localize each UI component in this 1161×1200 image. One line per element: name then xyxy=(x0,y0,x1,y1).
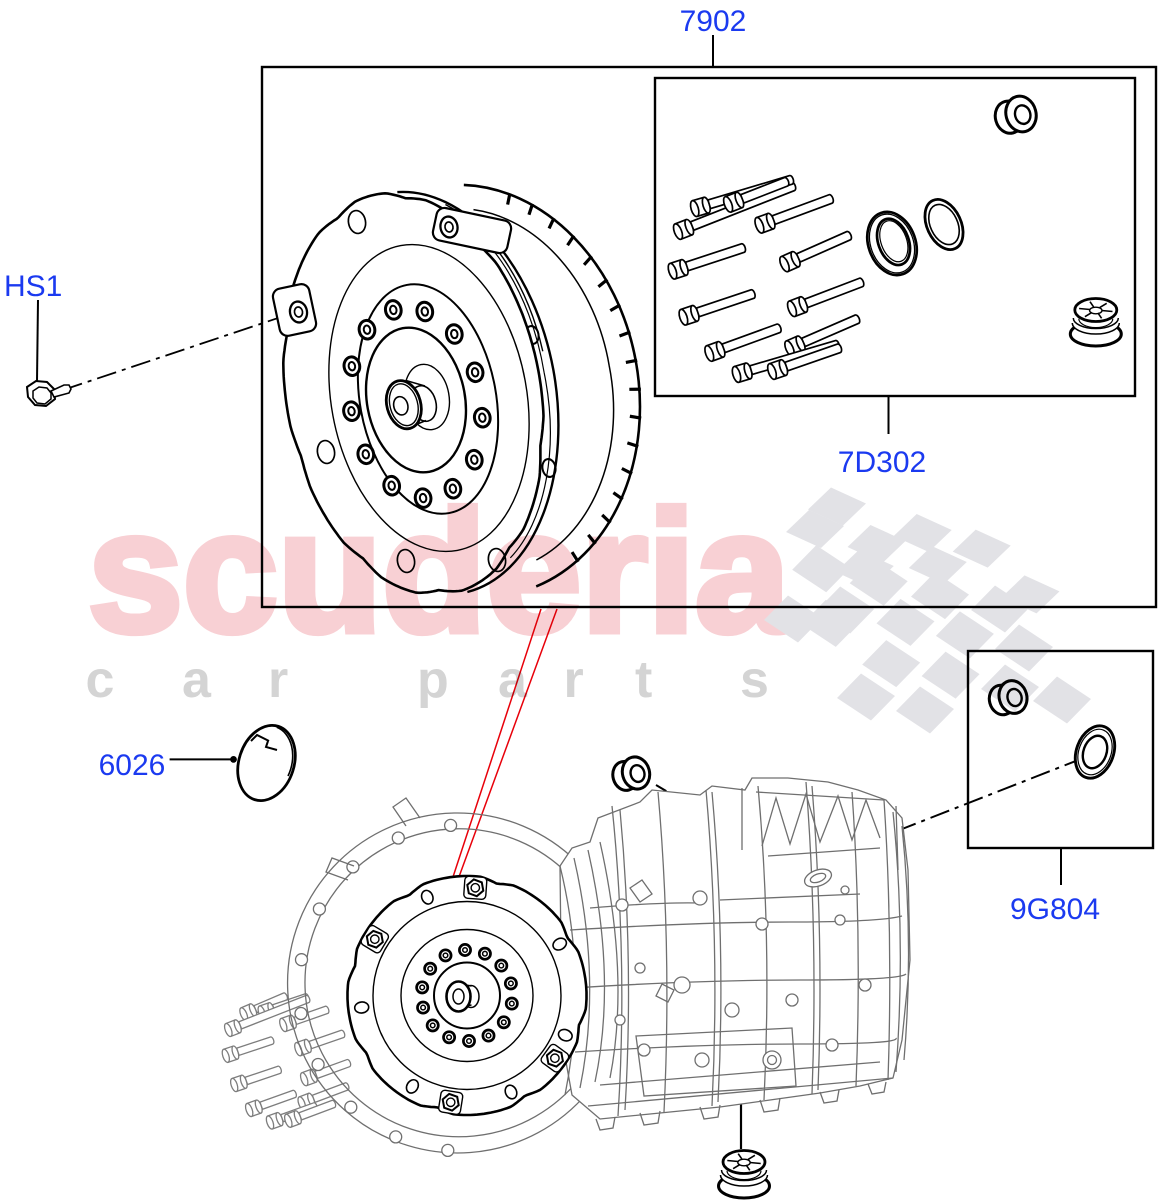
svg-text:c: c xyxy=(86,651,115,709)
svg-text:7902: 7902 xyxy=(680,5,747,38)
svg-text:7D302: 7D302 xyxy=(838,446,926,479)
svg-text:a: a xyxy=(182,651,212,709)
svg-text:s: s xyxy=(740,651,769,709)
svg-text:6026: 6026 xyxy=(99,749,166,782)
svg-text:scuderia: scuderia xyxy=(88,476,791,668)
svg-text:a: a xyxy=(498,651,528,709)
svg-text:9G804: 9G804 xyxy=(1010,893,1100,926)
svg-text:r: r xyxy=(564,651,584,709)
svg-text:t: t xyxy=(635,651,652,709)
svg-text:r: r xyxy=(268,651,288,709)
svg-text:HS1: HS1 xyxy=(4,270,62,303)
svg-text:p: p xyxy=(417,651,449,709)
